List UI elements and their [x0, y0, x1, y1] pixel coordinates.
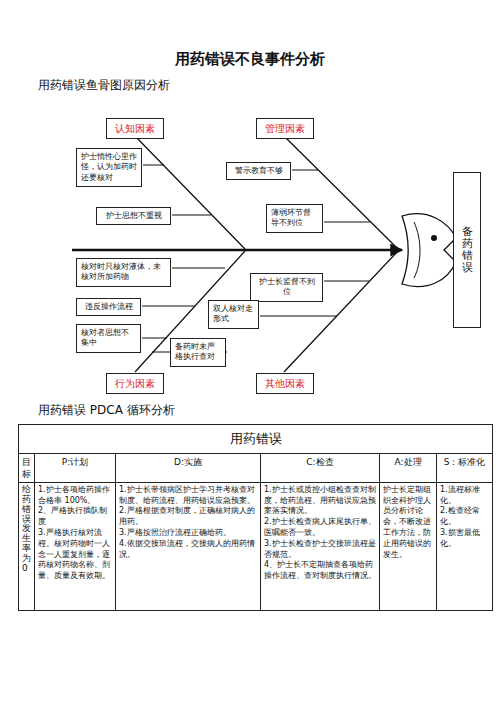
leader-line	[260, 316, 337, 317]
leader-line	[142, 338, 167, 339]
leader-line	[172, 215, 211, 216]
fish-head-outline	[402, 214, 456, 287]
table-cell-text: 3.严格按照治疗流程正确给药。	[119, 528, 257, 539]
cause-box: 核对时只核对液体，未核对所加药物	[76, 258, 171, 287]
table-cell-text: 3.护士长检查护士交接班流程是否规范。	[264, 539, 376, 561]
table-cell-text: 2.检查经常化。	[440, 506, 489, 528]
section-heading: 用药错误鱼骨图原因分析	[38, 77, 170, 94]
cause-box: 护士长监督不到位	[250, 273, 323, 302]
column-header: S：标准化	[438, 456, 491, 468]
node-text: 薄弱环节督导不到位	[271, 208, 318, 229]
cause-box: 警示教育不够	[226, 162, 291, 180]
node-text: 核对时只核对液体，未核对所加药物	[81, 262, 166, 283]
cause-box: 违反操作流程	[76, 298, 141, 316]
leader-line	[292, 170, 318, 171]
effect-text: 备药错误	[462, 226, 473, 274]
leader-line	[172, 268, 225, 269]
column-header: C:检查	[262, 456, 378, 468]
column-header: D:实施	[117, 456, 259, 468]
cause-box: 薄弱环节督导不到位	[266, 204, 323, 233]
section-heading: 用药错误 PDCA 循环分析	[38, 402, 175, 419]
node-text: 行为因素	[111, 377, 159, 390]
node-text: 核对者思想不集中	[81, 328, 136, 349]
table-cell-text: 2.严格根据查对制度，正确核对病人的用药。	[119, 506, 257, 528]
table-cell-text: 1.护士长或质控小组检查查对制度，给药流程、用药错误应急预案落实情况。	[264, 485, 376, 517]
node-text: 备药时未严格执行查对	[175, 342, 221, 363]
cause-box: 备药时未严格执行查对	[170, 338, 226, 367]
bone	[135, 136, 245, 249]
bones	[72, 136, 402, 372]
cause-box: 护士思想不重视	[96, 207, 171, 225]
table-cell-text: 3.损害最低化。	[440, 528, 489, 550]
table-cell-text: 2.护士长检查病人床尾执行单、医嘱能否一致。	[264, 517, 376, 539]
bone	[284, 251, 398, 372]
leader-line	[142, 306, 195, 307]
table-title: 用药错误	[19, 430, 492, 448]
node-text: 护士惰性心里作怪，认为加药时还要核对	[81, 152, 137, 183]
table-cell-text: 4、护士长不定期抽查各项给药操作流程、查对制度执行情况。	[264, 560, 376, 582]
effect-box: 备药错误	[453, 172, 481, 328]
fish-eye	[431, 235, 437, 241]
node-text: 其他因素	[261, 377, 309, 390]
node-text: 护士长监督不到位	[255, 277, 318, 298]
cause-box: 双人核对走形式	[208, 300, 259, 329]
column-header: A:处理	[381, 456, 435, 468]
category-box: 管理因素	[256, 118, 314, 139]
table-cell-text: 护士长定期组织全科护理人员分析讨论会，不断改进工作方法，防止用药错误的发生。	[383, 485, 433, 561]
category-box: 认知因素	[106, 118, 164, 139]
table-cell-text: 1.流程标准化。	[440, 485, 489, 507]
node-text: 双人核对走形式	[213, 304, 254, 325]
category-box: 行为因素	[106, 373, 164, 394]
leader-line	[324, 281, 369, 282]
spine	[72, 249, 402, 252]
fish-head	[402, 214, 456, 287]
pdca-table: 用药错误目标P:计划D:实施C:检查A:处理S：标准化给药错误发生率为0 1.护士…	[18, 424, 493, 611]
gill-line	[414, 222, 420, 278]
node-text: 违反操作流程	[81, 302, 136, 312]
table-cell-text: 2、严格执行插队制度	[38, 506, 112, 528]
column-header: P:计划	[36, 456, 114, 468]
column-header: 目标	[20, 456, 33, 480]
cause-box: 护士惰性心里作怪，认为加药时还要核对	[76, 148, 142, 187]
goal-text: 给药错误发生率为0	[22, 485, 31, 574]
node-text: 管理因素	[261, 122, 309, 135]
page-title: 用药错误不良事件分析	[0, 50, 500, 69]
leader-line	[324, 222, 370, 223]
table-cell-text: 1.护士各项给药操作合格率 100%。	[38, 485, 112, 507]
category-box: 其他因素	[256, 373, 314, 394]
table-cell-text: 4.依据交接班流程，交接病人的用药情况。	[119, 539, 257, 561]
node-text: 护士思想不重视	[101, 211, 166, 221]
cause-box: 核对者思想不集中	[76, 324, 141, 353]
node-text: 警示教育不够	[231, 166, 286, 176]
table-cell-text: 1.护士长带领病区护士学习并考核查对制度、给药流程、用药错误应急预案。	[119, 485, 257, 507]
table-cell-text: 3.严格执行核对流程。核对药物时一人念一人重复剂量，逐药核对药物名称、剂量、质量…	[38, 528, 112, 582]
leader-line	[143, 165, 164, 166]
node-text: 认知因素	[111, 122, 159, 135]
